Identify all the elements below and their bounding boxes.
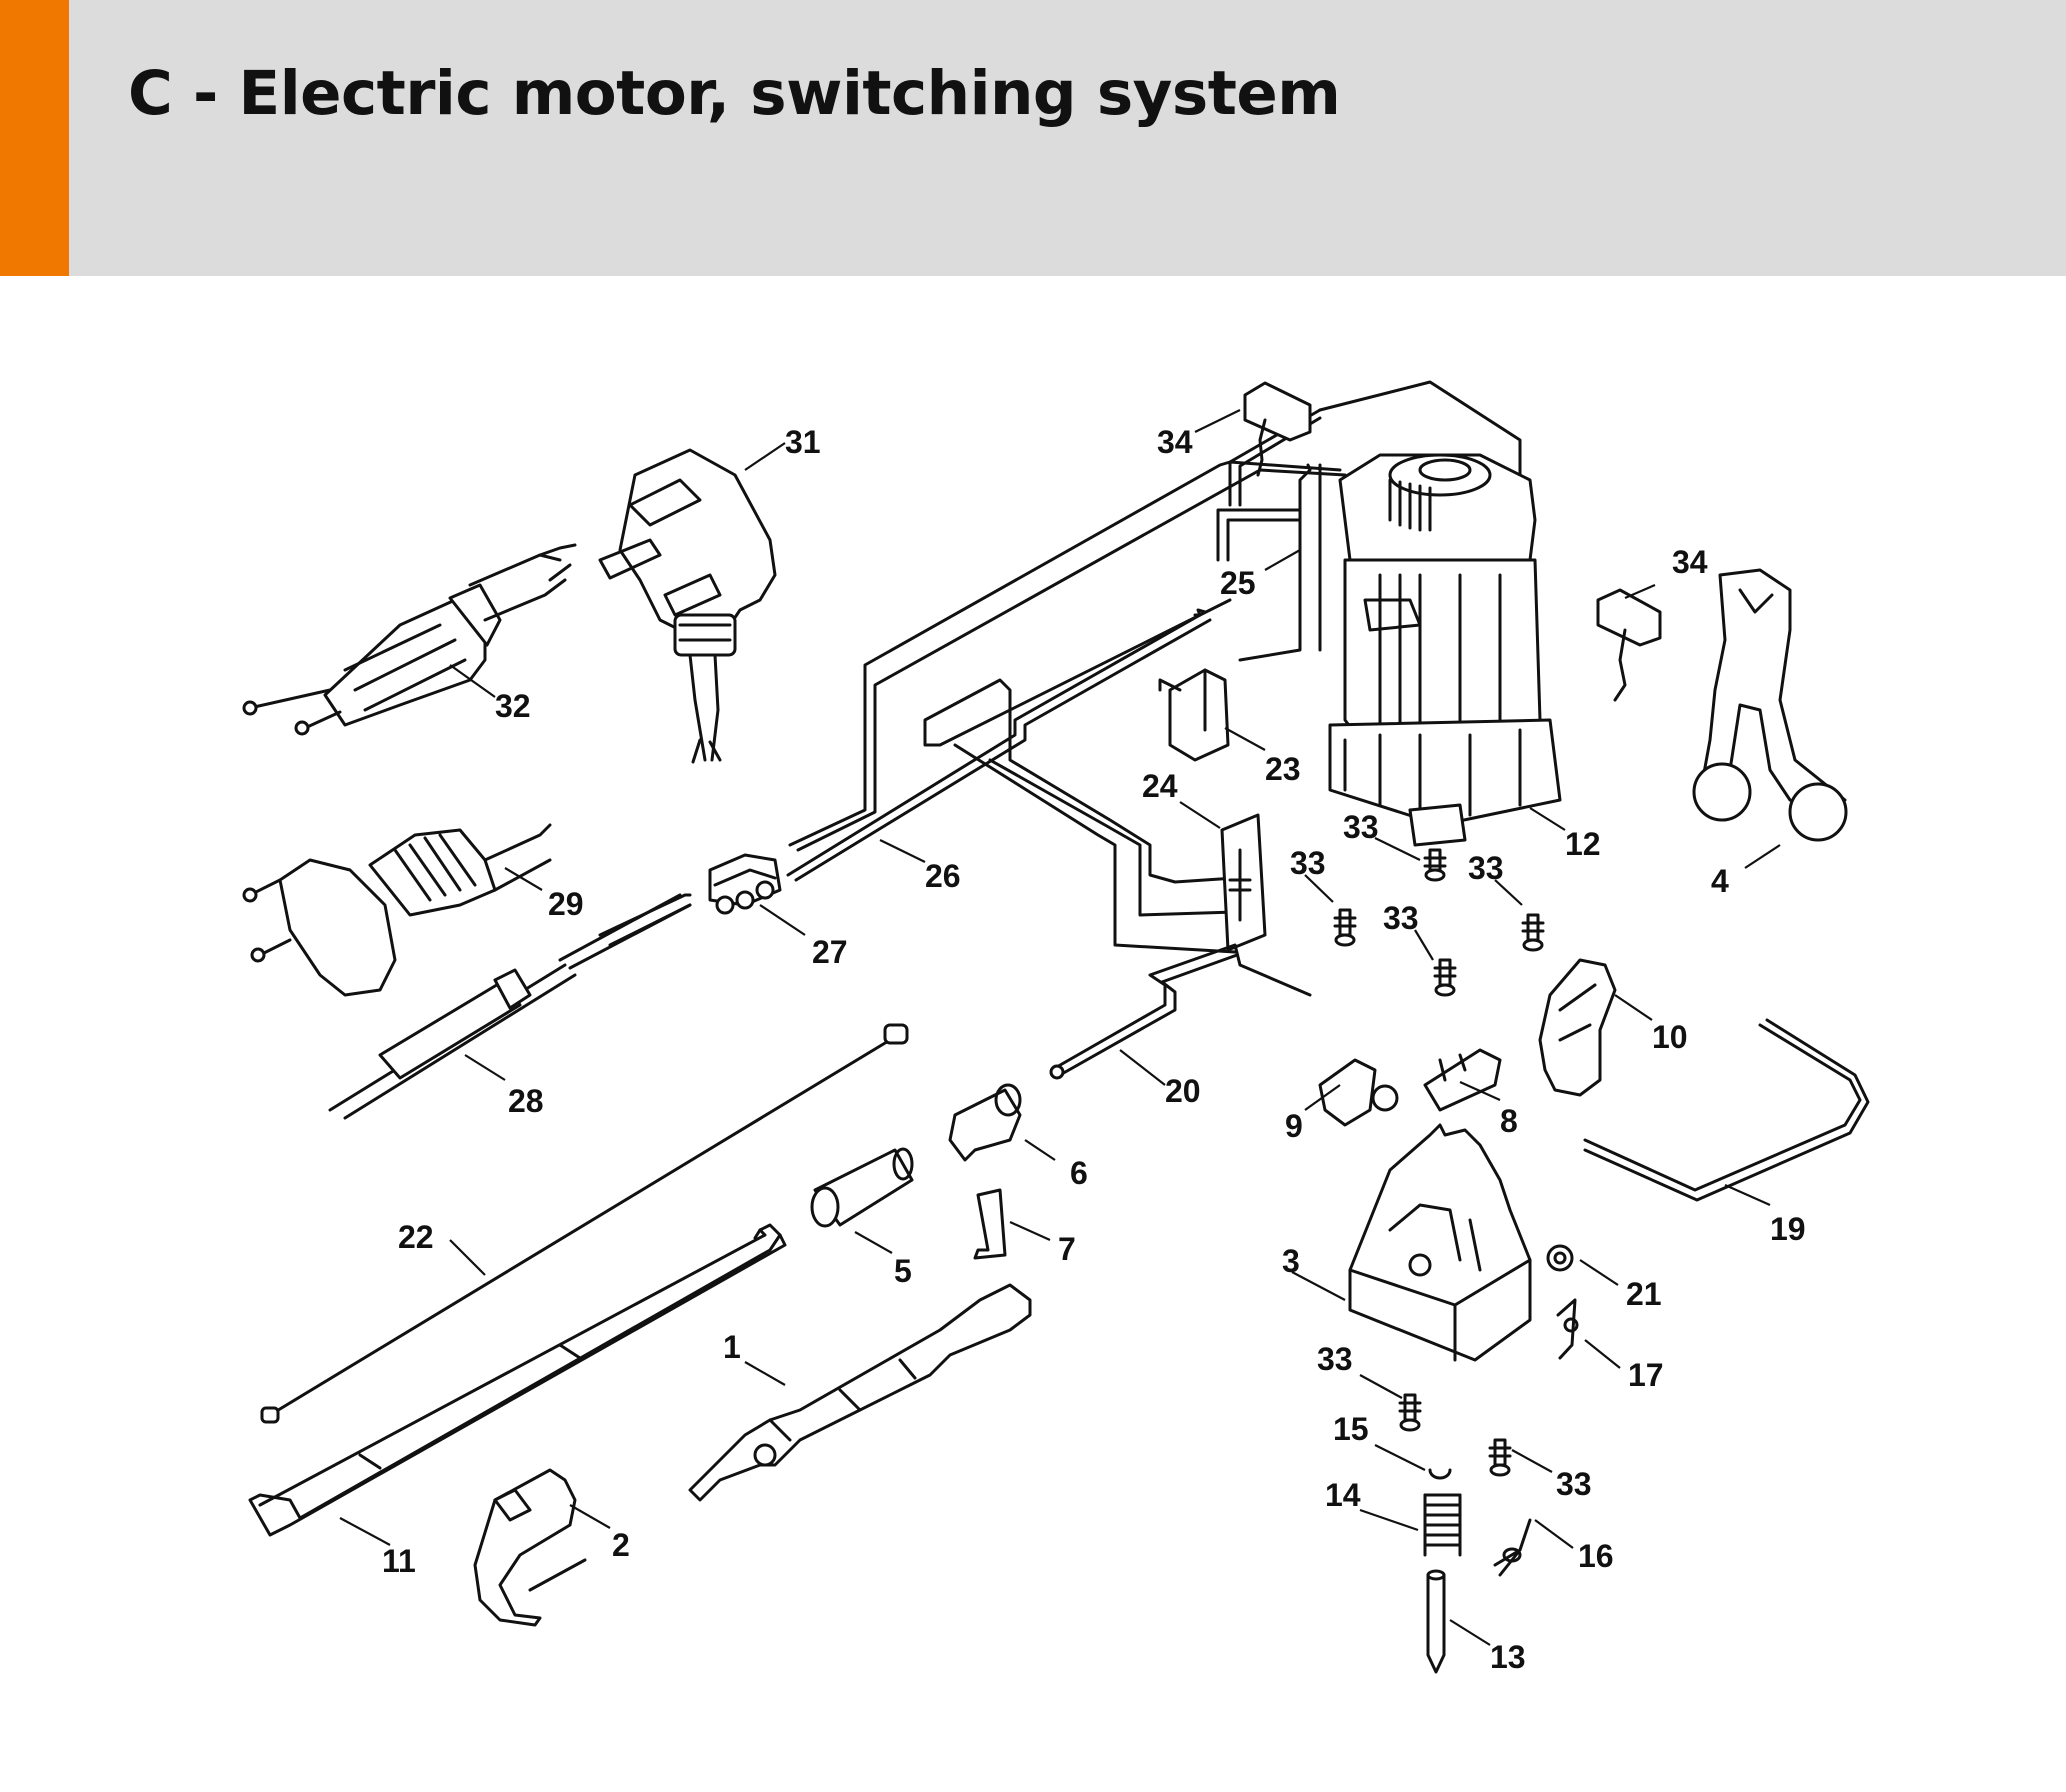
part-2-trigger	[473, 1468, 587, 1627]
callout-10: 10	[1652, 1019, 1688, 1055]
callout-27: 27	[812, 934, 848, 970]
screw-33-d	[1521, 913, 1545, 952]
callout-22: 22	[398, 1219, 434, 1255]
part-14-compression-spring	[1423, 1493, 1462, 1557]
part-4-lever	[1692, 568, 1848, 842]
callout-34-top: 34	[1157, 424, 1193, 460]
callout-33-a: 33	[1343, 809, 1379, 845]
callout-3: 3	[1282, 1243, 1300, 1279]
part-16-torsion-spring	[1493, 1518, 1532, 1577]
callout-6: 6	[1070, 1155, 1088, 1191]
part-8-slider	[1423, 1048, 1502, 1112]
callout-14: 14	[1325, 1477, 1361, 1513]
callout-24: 24	[1142, 768, 1178, 804]
callout-12: 12	[1565, 826, 1601, 862]
callout-17: 17	[1628, 1357, 1664, 1393]
callout-21: 21	[1626, 1276, 1662, 1312]
callout-31: 31	[785, 424, 821, 460]
part-6-clamp	[948, 1083, 1022, 1162]
callout-32: 32	[495, 688, 531, 724]
part-1-handle-housing	[688, 1283, 1032, 1502]
part-21-washer	[1546, 1244, 1574, 1272]
callout-19: 19	[1770, 1211, 1806, 1247]
callout-13: 13	[1490, 1639, 1526, 1675]
part-29-schuko-plug	[242, 823, 552, 997]
callout-25: 25	[1220, 565, 1256, 601]
callout-15: 15	[1333, 1411, 1369, 1447]
part-34-right-sensor	[1596, 588, 1662, 702]
screw-33-e	[1398, 1393, 1422, 1432]
screw-33-f	[1488, 1438, 1512, 1477]
callout-20: 20	[1165, 1073, 1201, 1109]
part-27-terminal-block	[708, 853, 782, 915]
screw-33-c	[1433, 958, 1457, 997]
part-5-sleeve	[810, 1147, 914, 1228]
part-19-u-rod	[1583, 1018, 1870, 1202]
callout-33-e: 33	[1317, 1341, 1353, 1377]
callout-1: 1	[723, 1329, 741, 1365]
callout-9: 9	[1285, 1108, 1303, 1144]
part-31-uk-plug	[598, 448, 777, 764]
callout-34-right: 34	[1672, 544, 1708, 580]
screw-33-a	[1423, 848, 1447, 882]
callout-26: 26	[925, 858, 961, 894]
leader-lines	[339, 409, 1781, 1646]
callout-33-b: 33	[1290, 845, 1326, 881]
callout-33-d: 33	[1468, 850, 1504, 886]
callout-29: 29	[548, 886, 584, 922]
part-9-cam	[1318, 1058, 1399, 1127]
part-11-bar	[248, 1223, 787, 1537]
callout-23: 23	[1265, 751, 1301, 787]
callout-4: 4	[1711, 863, 1729, 899]
wire-harness-26	[786, 460, 1347, 882]
callout-33-f: 33	[1556, 1466, 1592, 1502]
part-10-lock-lever	[1538, 958, 1617, 1097]
part-15-circlip	[1428, 1468, 1452, 1480]
part-3-switch-housing	[1348, 1123, 1532, 1362]
screw-33-b	[1333, 908, 1357, 947]
part-13-pin	[1426, 1569, 1446, 1674]
callout-11: 11	[382, 1543, 416, 1579]
callout-5: 5	[894, 1253, 912, 1289]
callout-33-c: 33	[1383, 900, 1419, 936]
part-7-clip	[973, 1188, 1007, 1260]
callout-28: 28	[508, 1083, 544, 1119]
part-17-spring	[1556, 1298, 1579, 1360]
part-20-rod	[1049, 943, 1312, 1080]
part-28-cable	[328, 893, 692, 1120]
part-12-electric-motor	[1328, 453, 1562, 847]
callout-2: 2	[612, 1527, 630, 1563]
callout-8: 8	[1500, 1103, 1518, 1139]
accent-stripe	[0, 0, 69, 276]
part-32-euro-plug	[242, 543, 577, 736]
part-34-top-sensor	[1243, 381, 1312, 477]
header-bar	[0, 0, 2066, 276]
wire-harness-loop	[923, 380, 1522, 954]
callout-16: 16	[1578, 1538, 1614, 1574]
callout-7: 7	[1058, 1231, 1076, 1267]
part-24-capacitor	[1220, 813, 1267, 952]
page-title: C - Electric motor, switching system	[128, 58, 1341, 129]
part-22-bowden-cable	[260, 1023, 909, 1424]
part-23-microswitch	[1158, 668, 1230, 762]
